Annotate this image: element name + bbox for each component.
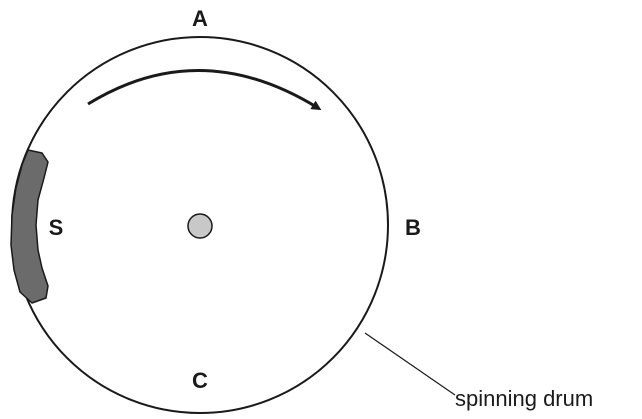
rotation-arrow <box>87 69 322 111</box>
label-b: B <box>405 215 421 240</box>
label-a: A <box>192 6 208 31</box>
drum-label: spinning drum <box>455 386 593 411</box>
drum-leader-line <box>364 332 456 396</box>
center-hub <box>187 213 213 239</box>
label-c: C <box>192 368 208 393</box>
label-s: S <box>49 215 64 240</box>
sample-deposit <box>10 149 49 304</box>
